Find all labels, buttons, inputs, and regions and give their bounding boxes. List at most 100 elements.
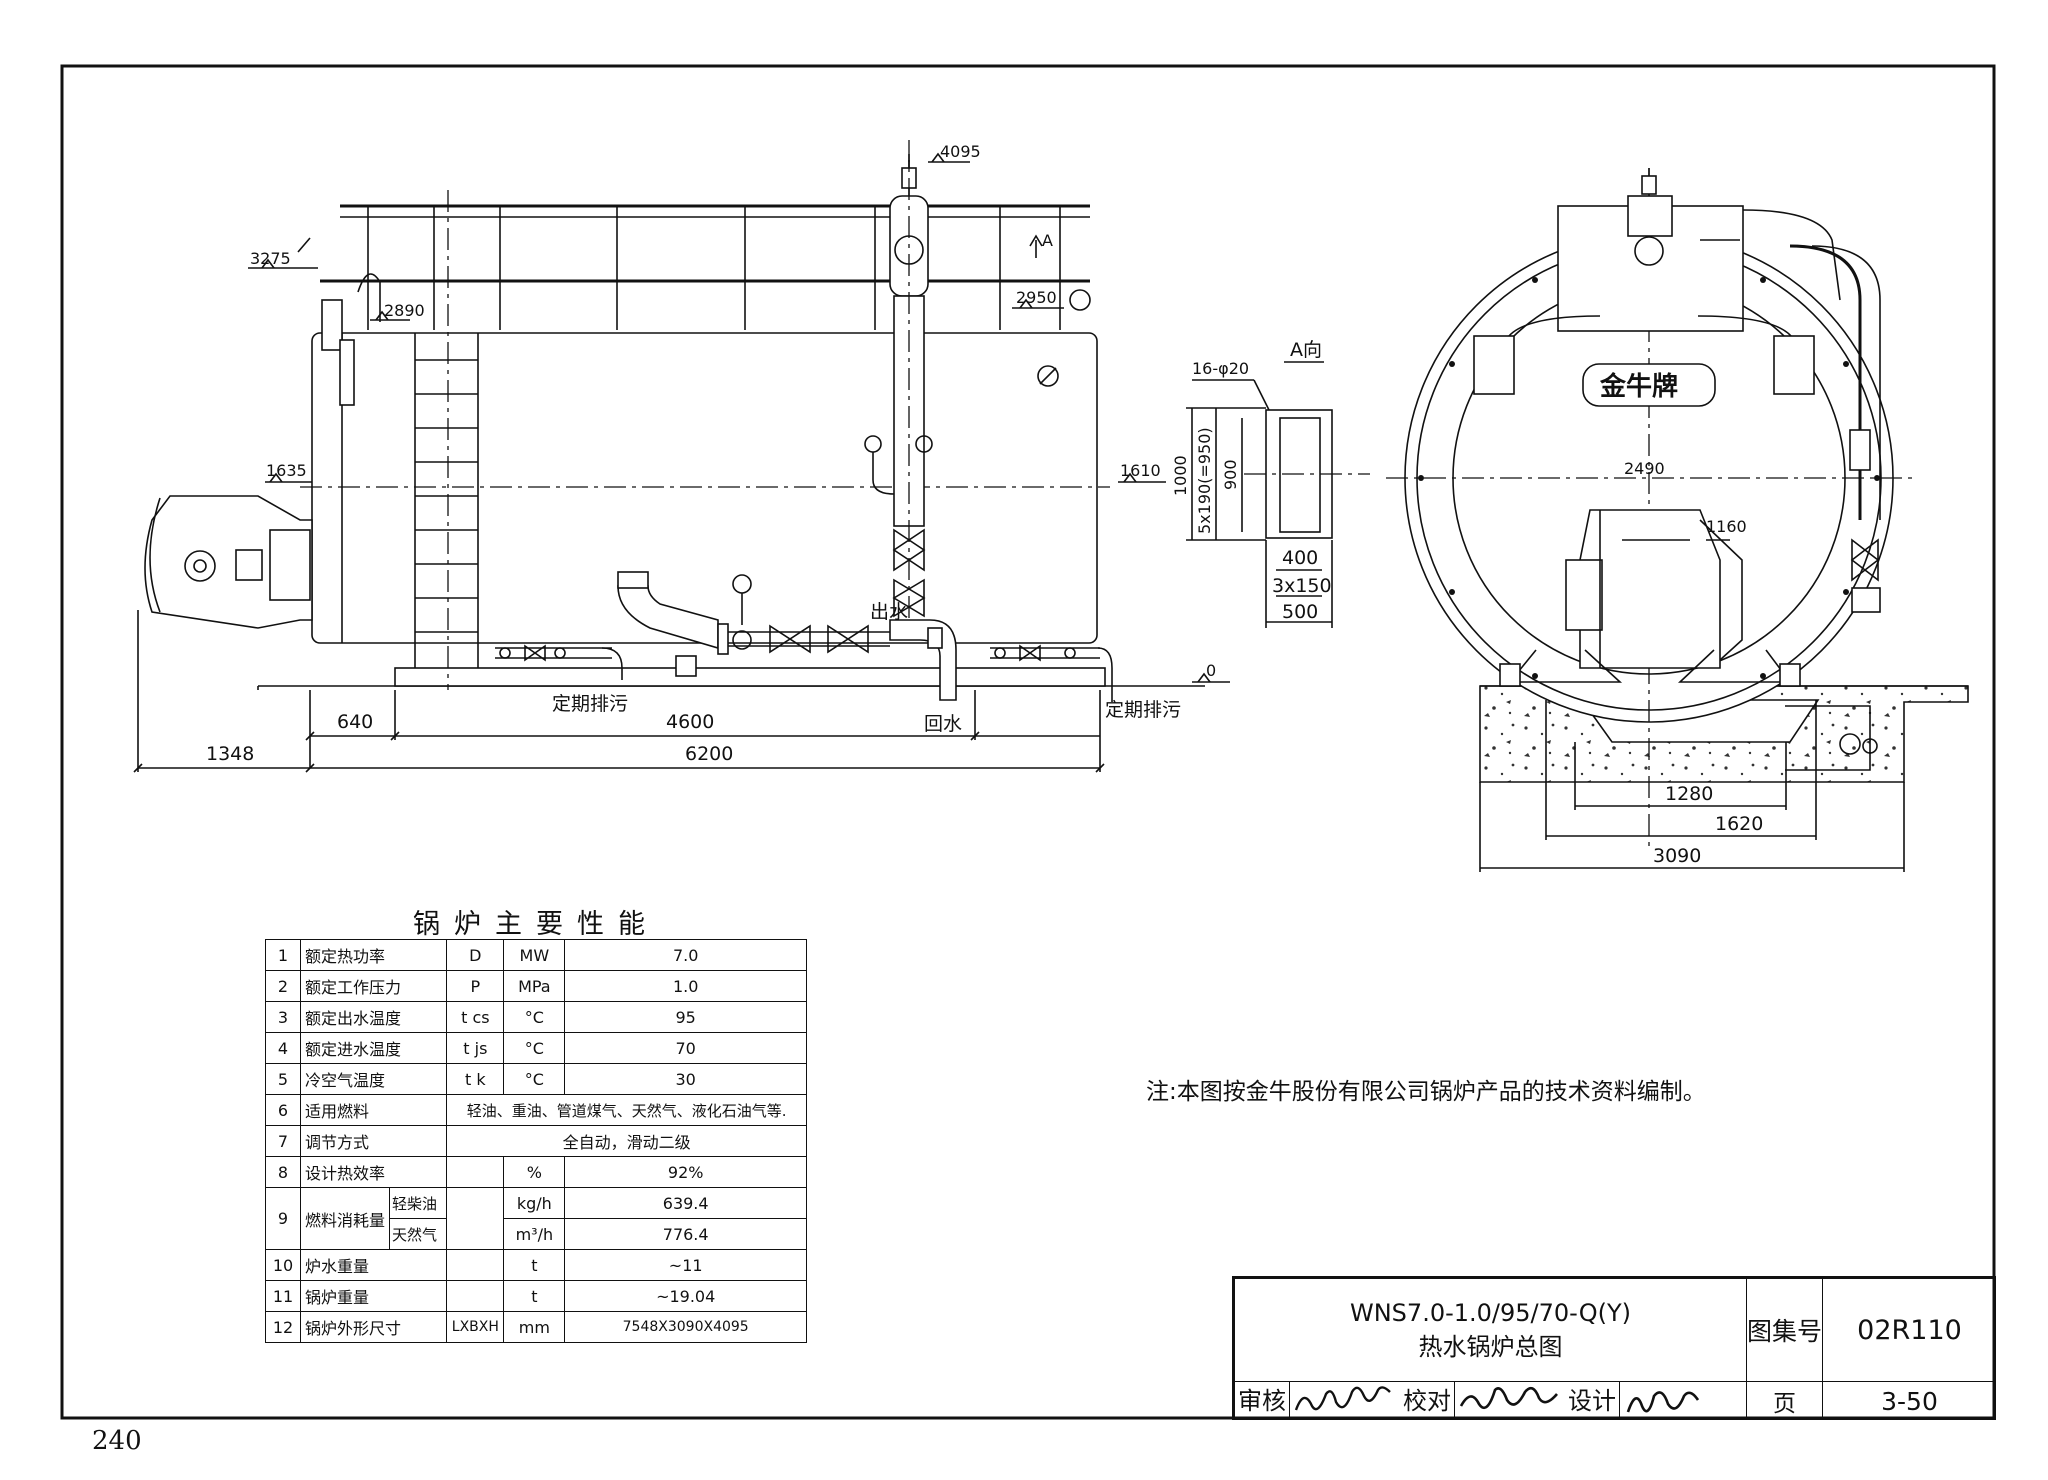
- side-elevation: 4095 3275 2890 2950 1635 1610 0 A 640 46…: [133, 140, 1230, 773]
- dim-1160: 1160: [1706, 517, 1747, 536]
- row-unit: t: [503, 1249, 566, 1281]
- handrail-posts: [367, 206, 1061, 330]
- view-a-1000: 1000: [1171, 455, 1190, 496]
- dim-1280: 1280: [1665, 783, 1713, 805]
- dim-6200: 6200: [685, 743, 733, 765]
- front-elevation: 金牛牌 2490: [1386, 168, 1969, 872]
- row-value: 95: [564, 1001, 807, 1033]
- check-label: 校对: [1400, 1382, 1455, 1420]
- row-value: 30: [564, 1063, 807, 1095]
- row-unit: °C: [503, 1032, 566, 1064]
- boiler-shell: [311, 332, 1098, 644]
- brand-plate-text: 金牛牌: [1599, 371, 1678, 402]
- dim-4095: 4095: [940, 142, 981, 161]
- row-no: 6: [265, 1094, 301, 1126]
- label-drain-left: 定期排污: [552, 693, 628, 715]
- view-a-holes: 16-φ20: [1192, 359, 1249, 378]
- design-label: 设计: [1565, 1382, 1620, 1420]
- row-no: 1: [265, 939, 301, 971]
- dim-4600: 4600: [666, 711, 714, 733]
- row-name: 调节方式: [299, 1125, 448, 1157]
- row-no: 12: [265, 1311, 301, 1343]
- row-unit: MPa: [503, 970, 566, 1002]
- bottom-pipework: [495, 571, 1113, 702]
- row-name: 冷空气温度: [299, 1063, 448, 1095]
- row-value: 全自动，滑动二级: [446, 1125, 807, 1157]
- atlas-number-label: 图集号: [1747, 1279, 1823, 1382]
- title-block: WNS7.0-1.0/95/70-Q(Y) 热水锅炉总图 图集号 02R110 …: [1232, 1276, 1996, 1420]
- row-value: ~19.04: [564, 1280, 807, 1312]
- dim-1620: 1620: [1715, 813, 1763, 835]
- designer-signature: [1626, 1391, 1700, 1413]
- row-name: 额定工作压力: [299, 970, 448, 1002]
- drawing-title: 热水锅炉总图: [1418, 1333, 1563, 1361]
- view-a-title: A向: [1290, 339, 1322, 361]
- atlas-number-value: 02R110: [1823, 1279, 1996, 1382]
- row-symbol: [446, 1249, 505, 1281]
- row-no: 9: [265, 1187, 301, 1250]
- view-a-3x150: 3x150: [1272, 575, 1332, 597]
- row-no: 11: [265, 1280, 301, 1312]
- drawing-note: 注:本图按金牛股份有限公司锅炉产品的技术资料编制。: [1146, 1079, 1706, 1105]
- row-unit: mm: [503, 1311, 566, 1343]
- row-no: 5: [265, 1063, 301, 1095]
- page-value: 3-50: [1881, 1386, 1938, 1416]
- row-no: 3: [265, 1001, 301, 1033]
- row-no: 8: [265, 1156, 301, 1188]
- boiler-model: WNS7.0-1.0/95/70-Q(Y): [1350, 1299, 1631, 1327]
- spec-table-title: 锅炉主要性能: [413, 909, 659, 940]
- row-symbol: [446, 1156, 505, 1188]
- row-value: 7.0: [564, 939, 807, 971]
- row-name: 锅炉外形尺寸: [299, 1311, 448, 1343]
- row-no: 4: [265, 1032, 301, 1064]
- access-ladder: [414, 333, 479, 668]
- row-value: 7548X3090X4095: [564, 1311, 807, 1343]
- dim-0: 0: [1206, 661, 1216, 680]
- row-value: 776.4: [564, 1218, 807, 1250]
- row-name: 额定热功率: [299, 939, 448, 971]
- row-value: 639.4: [564, 1187, 807, 1219]
- row-symbol: [446, 1187, 505, 1250]
- dim-1610: 1610: [1120, 461, 1161, 480]
- drawing-frame: [60, 64, 1996, 1420]
- row-name: 额定出水温度: [299, 1001, 448, 1033]
- row-unit: °C: [503, 1063, 566, 1095]
- front-burner: [1565, 509, 1743, 669]
- row-unit: t: [503, 1280, 566, 1312]
- row-value: ~11: [564, 1249, 807, 1281]
- page-label: 页: [1747, 1382, 1823, 1420]
- dim-1635: 1635: [266, 461, 307, 480]
- signature-row: 审核 校对 设计: [1235, 1382, 1747, 1420]
- row-subname: 轻柴油: [389, 1187, 448, 1219]
- review-label: 审核: [1235, 1382, 1290, 1420]
- row-value: 92%: [564, 1156, 807, 1188]
- row-name: 额定进水温度: [299, 1032, 448, 1064]
- row-subname: 天然气: [389, 1218, 448, 1250]
- row-unit: %: [503, 1156, 566, 1188]
- row-value: 70: [564, 1032, 807, 1064]
- row-name: 燃料消耗量: [299, 1187, 391, 1250]
- row-symbol: D: [446, 939, 505, 971]
- row-symbol: t k: [446, 1063, 505, 1095]
- row-value: 轻油、重油、管道煤气、天然气、液化石油气等.: [446, 1094, 807, 1126]
- row-name: 锅炉重量: [299, 1280, 448, 1312]
- label-return-water: 回水: [924, 713, 962, 735]
- row-symbol: t js: [446, 1032, 505, 1064]
- row-name: 炉水重量: [299, 1249, 448, 1281]
- view-a-900: 900: [1221, 459, 1240, 490]
- row-unit: kg/h: [503, 1187, 566, 1219]
- row-symbol: LXBXH: [446, 1311, 505, 1343]
- row-name: 适用燃料: [299, 1094, 448, 1126]
- dim-2490: 2490: [1624, 459, 1665, 478]
- burner-unit: [144, 495, 313, 629]
